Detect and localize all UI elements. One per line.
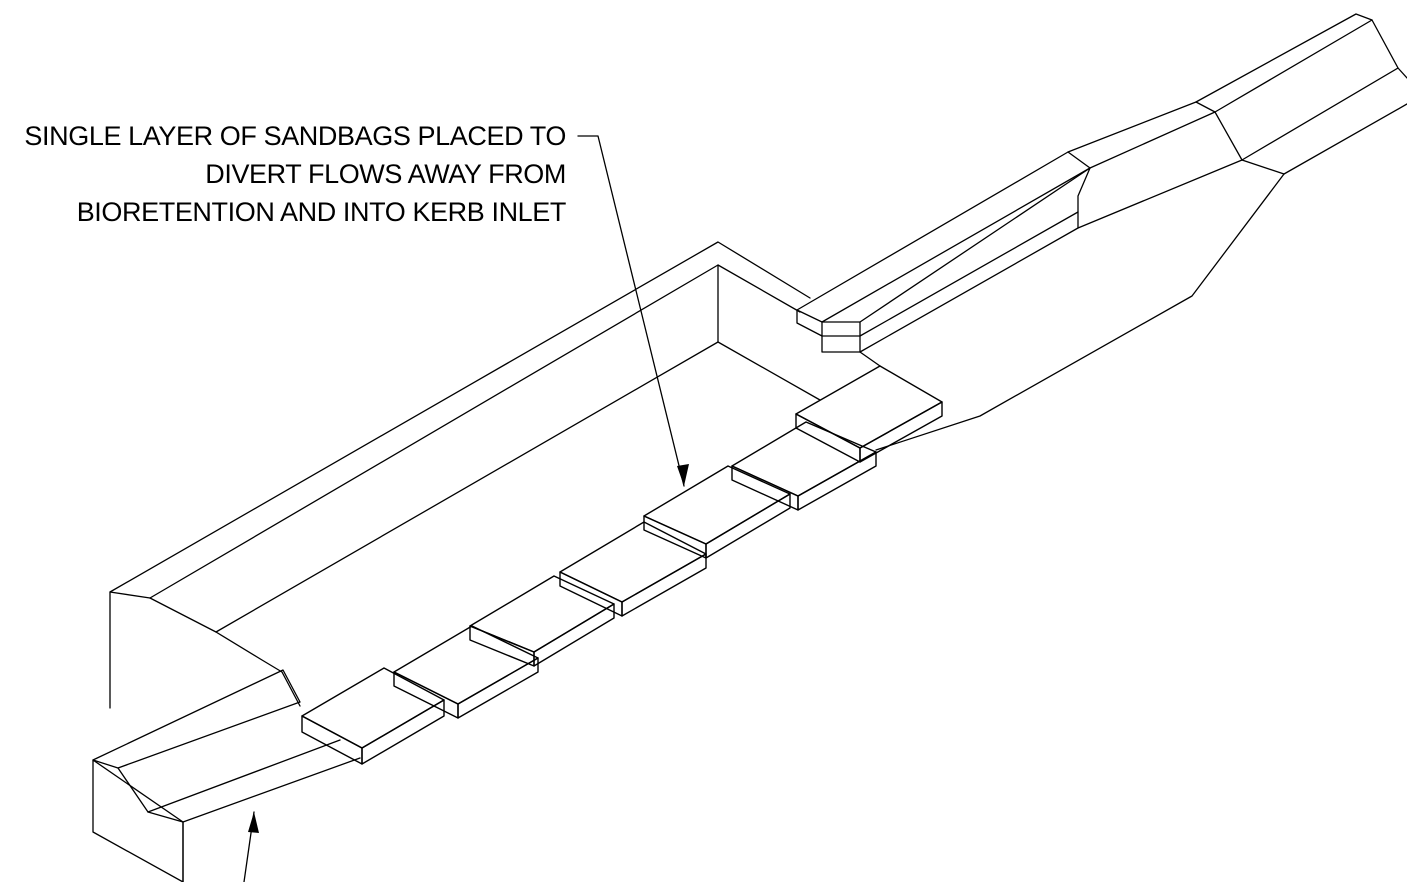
- leader-line-lower: [243, 811, 259, 882]
- sandbag-row: [301, 365, 943, 765]
- note-line-1: SINGLE LAYER OF SANDBAGS PLACED TO: [24, 121, 566, 151]
- note-line-2: DIVERT FLOWS AWAY FROM: [205, 159, 566, 189]
- kerb-and-channel: [92, 669, 361, 882]
- sandbag: [469, 575, 615, 667]
- sandbag: [643, 465, 791, 559]
- sandbag: [731, 421, 877, 511]
- bioretention-basin: [109, 241, 821, 709]
- sandbag: [795, 365, 943, 463]
- sandbag: [559, 521, 707, 617]
- kerb-inlet: [796, 13, 1407, 451]
- sandbag: [301, 667, 445, 765]
- sandbag-note: SINGLE LAYER OF SANDBAGS PLACED TO DIVER…: [24, 121, 566, 227]
- sandbag: [393, 625, 539, 719]
- leader-line-sandbags: [577, 135, 689, 487]
- note-line-3: BIORETENTION AND INTO KERB INLET: [77, 197, 566, 227]
